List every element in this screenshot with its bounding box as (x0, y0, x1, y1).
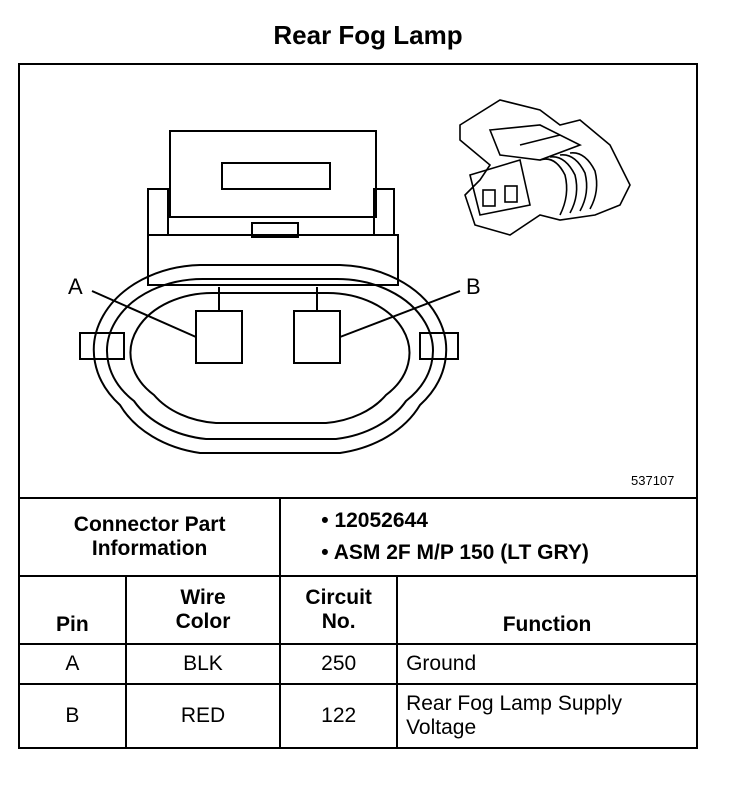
header-function: Function (396, 575, 698, 645)
connector-diagram (79, 99, 631, 454)
connector-table: Connector Part Information • 12052644 • … (17, 497, 698, 749)
row-a-circuit: 250 (279, 643, 399, 685)
latch-slot (221, 162, 331, 190)
connector-part-number: • 12052644 (321, 509, 428, 532)
row-a-function: Ground (396, 643, 698, 685)
table-header-row: Pin Wire Color Circuit No. Function (18, 575, 698, 645)
table-row: A BLK 250 Ground (18, 643, 698, 685)
connector-part-header-line2: Information (91, 537, 208, 560)
diagram-frame (18, 63, 698, 749)
header-wire-color: Wire Color (124, 575, 282, 645)
header-circuit-line2: No. (321, 610, 356, 633)
pin-b-terminal (293, 310, 341, 364)
row-b-function: Rear Fog Lamp Supply Voltage (396, 683, 698, 749)
row-b-function-line2: Voltage (406, 716, 477, 739)
right-tab (419, 332, 459, 360)
pin-a-label: A (68, 274, 83, 299)
row-b-wire-color: RED (124, 683, 282, 749)
figure-id: 537107 (631, 473, 675, 488)
page-title: Rear Fog Lamp (273, 20, 463, 50)
header-wire-color-line2: Color (175, 610, 231, 633)
row-b-function-line1: Rear Fog Lamp Supply (406, 692, 623, 715)
connector-body-middle (106, 277, 434, 440)
connector-part-header-line1: Connector Part (73, 513, 226, 536)
header-wire-color-line1: Wire (180, 586, 226, 609)
row-b-pin: B (18, 683, 127, 749)
pin-a-terminal (195, 310, 243, 364)
pin-a-leader (91, 290, 197, 338)
pin-b-leader (339, 290, 461, 338)
connector-latch (169, 130, 377, 218)
row-b-circuit: 122 (279, 683, 399, 749)
left-tab (79, 332, 125, 360)
connector-body-inner (129, 291, 411, 424)
pin-b-label: B (466, 274, 481, 299)
connector-part-header: Connector Part Information (17, 497, 282, 577)
row-a-wire-color: BLK (124, 643, 282, 685)
connector-part-values: • 12052644 • ASM 2F M/P 150 (LT GRY) (279, 497, 698, 577)
connector-info-row: Connector Part Information • 12052644 • … (17, 497, 698, 577)
table-row: B RED 122 Rear Fog Lamp Supply Voltage (18, 683, 698, 749)
row-a-pin: A (18, 643, 127, 685)
connector-3d-illustration (459, 99, 631, 236)
connector-body-outer (92, 264, 448, 454)
header-circuit: Circuit No. (279, 575, 399, 645)
header-circuit-line1: Circuit (305, 586, 372, 609)
connector-part-description: • ASM 2F M/P 150 (LT GRY) (321, 541, 589, 564)
header-pin: Pin (18, 575, 127, 645)
